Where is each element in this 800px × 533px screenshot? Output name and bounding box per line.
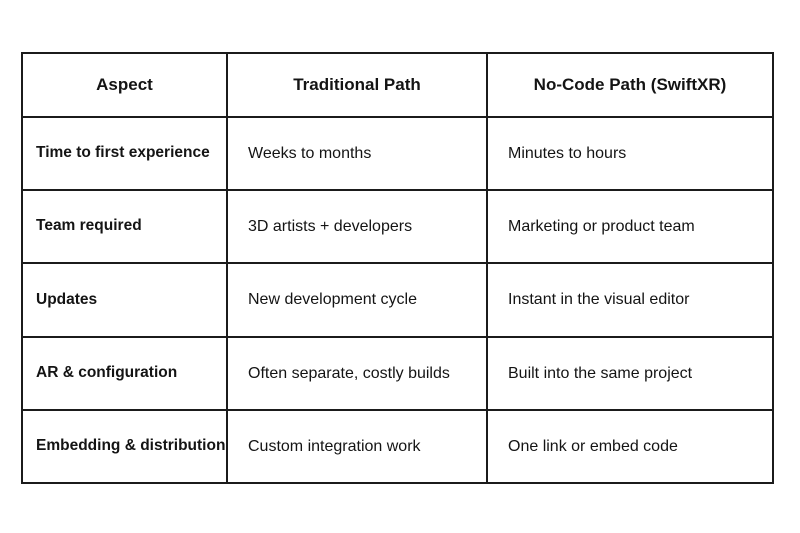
row-aspect-cell: Time to first experience (21, 115, 228, 192)
table-row: Team required 3D artists + developers Ma… (21, 189, 774, 265)
row-nocode-cell: Instant in the visual editor (486, 262, 774, 338)
row-traditional-cell: Often separate, costly builds (226, 335, 488, 411)
row-traditional-cell: Custom integration work (226, 408, 488, 485)
row-aspect-cell: Team required (21, 189, 228, 265)
row-nocode-cell: One link or embed code (486, 408, 774, 485)
header-no-code-path: No-Code Path (SwiftXR) (486, 52, 774, 118)
row-aspect-cell: AR & configuration (21, 335, 228, 411)
comparison-table: Aspect Traditional Path No-Code Path (Sw… (21, 52, 774, 485)
row-aspect-cell: Embedding & distribution (21, 408, 228, 485)
header-aspect: Aspect (21, 52, 228, 118)
row-nocode-cell: Built into the same project (486, 335, 774, 411)
table-row: Time to first experience Weeks to months… (21, 115, 774, 192)
comparison-table-container: Aspect Traditional Path No-Code Path (Sw… (21, 52, 774, 485)
table-row: Embedding & distribution Custom integrat… (21, 408, 774, 485)
row-traditional-cell: 3D artists + developers (226, 189, 488, 265)
row-nocode-cell: Minutes to hours (486, 115, 774, 192)
header-traditional-path: Traditional Path (226, 52, 488, 118)
row-traditional-cell: New development cycle (226, 262, 488, 338)
row-nocode-cell: Marketing or product team (486, 189, 774, 265)
table-row: Updates New development cycle Instant in… (21, 262, 774, 338)
table-header-row: Aspect Traditional Path No-Code Path (Sw… (21, 52, 774, 118)
row-aspect-cell: Updates (21, 262, 228, 338)
row-traditional-cell: Weeks to months (226, 115, 488, 192)
table-row: AR & configuration Often separate, costl… (21, 335, 774, 411)
